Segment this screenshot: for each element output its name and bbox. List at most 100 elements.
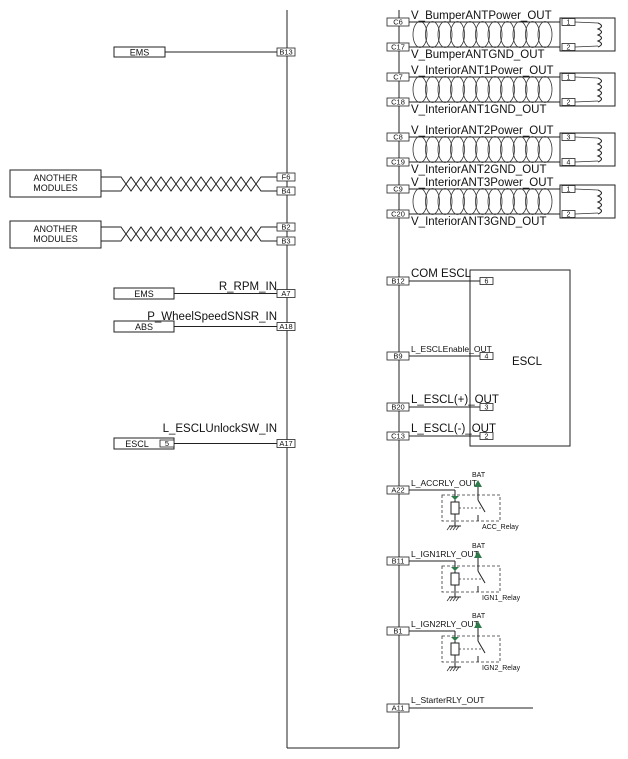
relay-2-housing [441,565,501,593]
another-modules-1-box [9,169,102,198]
antenna-4-gnd-signal: V_InteriorANT3GND_OUT [411,216,546,228]
antenna-1: C6C1712V_BumperANTPower_OUTV_BumperANTGN… [386,10,616,61]
relay-1-coil-arrow [451,496,459,500]
pin-b2-label: B2 [281,223,290,232]
escl-signal-3-name: L_ESCL(+)_OUT [411,394,499,406]
pin-a17 [276,439,296,448]
abs-wheelspeed-connection: ABS P_WheelSpeedSNSR_IN A18 [113,311,296,333]
antenna-1-coil-box [559,17,616,52]
escl-unlock-connection: ESCL 5 L_ESCLUnlockSW_IN A17 [113,423,296,450]
escl-signal-3-module-pin [479,403,494,411]
escl-signal-1-module-pin [479,277,494,285]
relay-1-pin-label: A22 [391,486,404,495]
escl-left-module-label: ESCL [125,439,149,449]
antenna-4-coil-box [559,184,616,219]
relay-3-pin-label: B1 [393,627,402,636]
escl-module-label: ESCL [512,356,543,368]
another-modules-1-label-line1: ANOTHER [33,173,78,183]
relay-2-signal: L_IGN1RLY_OUT [411,549,479,559]
another-modules-1-label-line2: MODULES [33,183,78,193]
escl-module-connection: ESCL [469,269,571,447]
antenna-2-pin-1-label: C7 [393,73,403,82]
ems-rpm-connection: EMS R_RPM_IN A7 [113,281,296,300]
relay-1-supply: BAT [472,472,486,479]
antenna-4-coil-pin-2-label: 2 [567,212,571,219]
signal-r-rpm-in: R_RPM_IN [219,281,277,293]
relay-1-name: ACC_Relay [482,524,519,531]
escl-signal-1-module-pin-label: 6 [485,279,489,286]
pin-a7 [276,289,296,298]
pin-a17-label: A17 [279,439,292,448]
starter-relay-connection: A11 L_StarterRLY_OUT [386,695,533,713]
antenna-2-coil-box [559,72,616,107]
antenna-3-power-signal: V_InteriorANT2Power_OUT [411,125,554,137]
escl-signal-1-name: COM ESCL [411,268,472,280]
pin-a7-label: A7 [281,289,290,298]
pin-a18-label: A18 [279,322,292,331]
pin-b2 [276,222,296,232]
antenna-3-coil-pin-1 [561,133,576,141]
pin-f6 [276,172,296,182]
signal-l-esclunlocksw-in: L_ESCLUnlockSW_IN [163,423,277,435]
antenna-1-coil-pin-1-label: 1 [567,20,571,27]
antenna-4-coil-pin-2 [561,210,576,218]
escl-signal-1: B12 6 COM ESCL [386,268,494,286]
antenna-4-power-signal: V_InteriorANT3Power_OUT [411,177,554,189]
ems-b13-connection: EMS B13 [113,46,296,58]
antenna-2: C7C1812V_InteriorANT1Power_OUTV_Interior… [386,65,616,116]
relay-group: A22L_ACCRLY_OUTBATACC_RelayB11L_IGN1RLY_… [386,472,521,672]
pin-b3 [276,236,296,246]
antenna-1-pin-1-label: C6 [393,18,403,27]
escl-signal-2-module-pin-label: 4 [485,354,489,361]
smart-key-unit-body [286,10,400,749]
escl-signal-1-pin-label: B12 [391,277,404,286]
pin-b3-label: B3 [281,237,290,246]
antenna-1-coil-pin-1 [561,18,576,26]
signal-p-wheelspeedsnsr-in: P_WheelSpeedSNSR_IN [147,311,277,323]
escl-signal-2-name: L_ESCLEnable_OUT [411,344,492,354]
pin-b4-label: B4 [281,187,290,196]
antenna-group: C6C1712V_BumperANTPower_OUTV_BumperANTGN… [386,10,616,228]
relay-3-housing [441,635,501,663]
relay-1-housing [441,494,501,522]
ems-module-label: EMS [130,48,150,58]
antenna-1-coil-pin-2-label: 2 [567,45,571,52]
escl-module-box [469,269,571,447]
antenna-3-gnd-signal: V_InteriorANT2GND_OUT [411,164,546,176]
escl-signal-2-module-pin [479,352,494,360]
escl-signal-4-pin-label: C13 [391,432,405,441]
pin-f6-label: F6 [282,173,291,182]
pin-a11-label: A11 [392,704,405,713]
antenna-1-power-signal: V_BumperANTPower_OUT [411,10,552,22]
relay-2-name: IGN1_Relay [482,595,521,602]
antenna-3-coil-pin-1-label: 3 [567,135,571,142]
antenna-2-coil-pin-1-label: 1 [567,75,571,82]
antenna-3: C8C1934V_InteriorANT2Power_OUTV_Interior… [386,125,616,176]
antenna-2-coil-pin-2 [561,98,576,106]
relay-2-coil-arrow [451,567,459,571]
relay-3-coil [450,642,460,656]
another-modules-2-box [9,220,102,249]
antenna-3-coil-pin-2-label: 4 [567,160,571,167]
escl-signal-4-module-pin [479,432,494,440]
abs-module-label: ABS [135,322,153,332]
antenna-3-coil-pin-2 [561,158,576,166]
pin-b4 [276,186,296,196]
relay-2-bat-arrow [474,551,482,558]
antenna-4-pin-1-label: C9 [393,185,403,194]
another-modules-2-connection: ANOTHER MODULES B2 B3 [9,220,296,249]
antenna-2-pin-2-label: C18 [391,98,405,107]
antenna-4-coil-pin-1-label: 1 [567,187,571,194]
antenna-2-gnd-signal: V_InteriorANT1GND_OUT [411,104,546,116]
relay-3-signal: L_IGN2RLY_OUT [411,619,479,629]
escl-signal-3-pin-label: B20 [391,403,404,412]
escl-signal-4-name: L_ESCL(-)_OUT [411,423,496,435]
another-modules-1-connection: ANOTHER MODULES F6 B4 [9,169,296,198]
relay-2-pin-label: B11 [392,557,405,566]
